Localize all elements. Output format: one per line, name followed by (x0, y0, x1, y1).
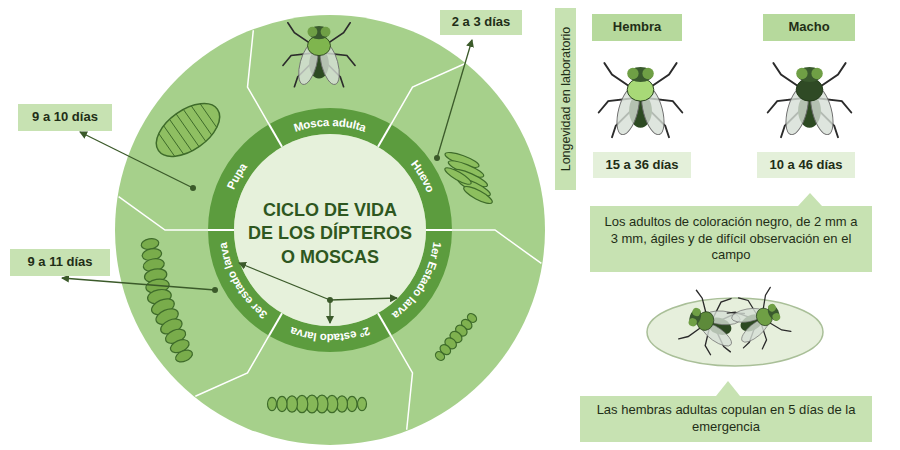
info-box: 9 a 11 días (10, 249, 110, 276)
ring-separator (248, 30, 270, 124)
band-separator (426, 229, 452, 231)
pupa-ring (176, 114, 199, 147)
larva-segment (434, 350, 447, 362)
pupa-ring (164, 126, 184, 155)
larva-segment (287, 396, 298, 412)
pupa-ring (159, 134, 175, 157)
stage-label-path: Huevo (409, 158, 437, 194)
info-box: Las hembras adultas copulan en 5 días de… (580, 396, 872, 442)
pupa-ring (183, 109, 205, 141)
larva-segment (347, 396, 357, 411)
diagram-title: CICLO DE VIDA DE LOS DÍPTEROS O MOSCAS (245, 199, 415, 269)
center-dot (327, 297, 333, 303)
pupa-ring (200, 104, 217, 128)
box-text: Macho (788, 19, 829, 36)
stage-label: 3er estado larva (217, 241, 269, 321)
info-box: 9 a 10 días (18, 104, 112, 131)
info-box: Los adultos de coloración negro, de 2 mm… (590, 206, 872, 272)
band-separator (208, 229, 234, 231)
larva-segment (174, 348, 194, 364)
callout-pointer (716, 381, 740, 396)
box-text: 10 a 46 días (770, 157, 843, 174)
larva-segment (268, 397, 277, 410)
ring-separator (119, 197, 208, 230)
info-box: Macho (763, 14, 855, 41)
band-separator (378, 124, 391, 147)
stage-label: Huevo (409, 158, 437, 194)
box-text: 9 a 11 días (27, 254, 92, 271)
stage-label: Mosca adulta (292, 116, 368, 134)
larva-segment (358, 397, 367, 410)
duration-leaders (62, 40, 472, 290)
eggs (443, 150, 494, 207)
info-box: 15 a 36 días (593, 152, 691, 178)
pupa-ring (191, 106, 211, 135)
box-text: Los adultos de coloración negro, de 2 mm… (600, 214, 862, 265)
stage-label: 1er Estado larva (390, 241, 444, 322)
info-box: Hembra (592, 14, 682, 41)
center-pointers (239, 263, 397, 323)
vertical-label: Longevidad en laboratorio (557, 27, 573, 172)
band-separator (269, 313, 282, 336)
mating-fly (723, 284, 792, 356)
ring-separator (391, 336, 413, 430)
larva-segment (277, 396, 287, 411)
stage-label: Pupa (225, 160, 250, 191)
pupa-ring (170, 119, 192, 151)
box-text: Hembra (613, 19, 661, 36)
band-separator (378, 313, 391, 336)
info-box: 2 a 3 días (440, 10, 522, 35)
stage-label-path: 2º estado larva (288, 325, 372, 344)
box-text: 15 a 36 días (606, 157, 679, 174)
vertical-band: Longevidad en laboratorio (555, 8, 575, 190)
male-fly (768, 63, 852, 137)
ring-separator (452, 230, 541, 263)
outer-ring (115, 15, 545, 445)
stage-label-path: 1er Estado larva (390, 241, 444, 322)
stage-label-path: Mosca adulta (292, 116, 368, 134)
segment-separators (119, 30, 542, 430)
inner-disc (234, 134, 426, 326)
pupa (147, 93, 229, 167)
ring-separator (195, 336, 269, 397)
stage-label: 2º estado larva (288, 325, 372, 344)
leader-dots (190, 155, 440, 293)
callout-pointer (798, 193, 822, 206)
mating-fly (677, 286, 747, 360)
stage-label-path: 3er estado larva (217, 241, 269, 321)
stage-labels: Mosca adultaHuevo 1er Estado larva 2º esta… (217, 116, 444, 344)
adult-fly (283, 23, 355, 87)
stage-label-path: Pupa (225, 160, 250, 191)
band-separator (269, 124, 282, 147)
female-fly (599, 63, 683, 137)
box-text: 9 a 10 días (32, 109, 98, 126)
ring-separator (391, 64, 465, 125)
dish (647, 298, 823, 366)
info-box: 10 a 46 días (757, 152, 855, 178)
box-text: Las hembras adultas copulan en 5 días de… (590, 402, 862, 436)
box-text: 2 a 3 días (452, 14, 511, 31)
